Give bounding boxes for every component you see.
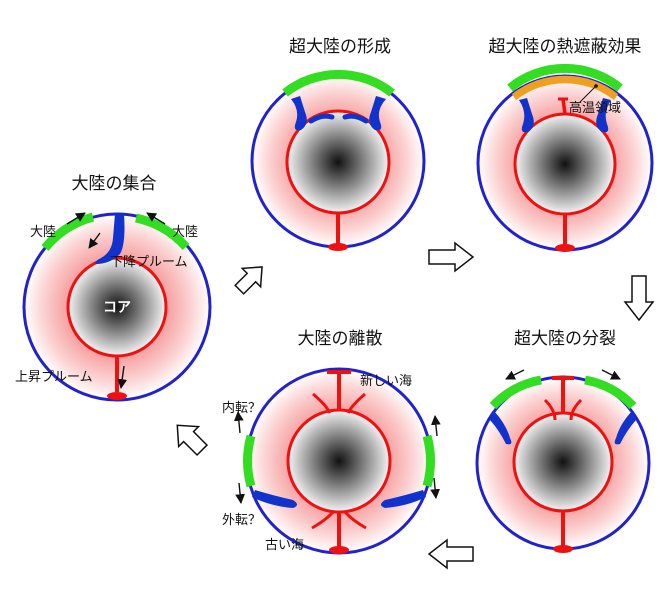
continent-left: [489, 375, 542, 410]
hot-region-leader: [579, 85, 597, 103]
cycle-arrow-formation-to-insulation: [428, 241, 475, 273]
plume-motion-arrow: [117, 365, 128, 389]
continent-motion-arrow: [235, 482, 245, 504]
continent-left: [243, 434, 256, 488]
leader-dot: [594, 84, 598, 88]
cycle-arrow-breakup-to-dispersal: [427, 538, 474, 570]
upwelling-plume-head: [107, 392, 127, 400]
continent-right: [134, 213, 190, 251]
label-introversion: 内転？: [222, 400, 261, 416]
continent-left: [41, 212, 95, 251]
hollow-block-arrow-icon: [234, 266, 263, 295]
continent-motion-arrow: [430, 477, 440, 499]
label-new-ocean: 新しい海: [360, 373, 412, 389]
continent-motion-arrow: [233, 411, 244, 434]
continent-motion-arrow: [431, 415, 441, 437]
core: [288, 410, 390, 512]
globe-formation: [250, 69, 426, 251]
downwelling-plume: [596, 98, 611, 133]
globe-breakup: [475, 369, 651, 553]
label-continent-left: 大陸: [30, 224, 56, 240]
upwelling-plume-head: [553, 545, 573, 553]
old-ocean-plume-head: [329, 546, 349, 554]
title-assembly: 大陸の集合: [72, 174, 157, 194]
continent-motion-arrow: [146, 212, 166, 225]
continent-right: [422, 434, 435, 488]
title-formation: 超大陸の形成: [289, 37, 391, 57]
upwelling-plume-top: [561, 98, 567, 115]
core: [515, 114, 615, 214]
upwelling-plume-head: [555, 244, 575, 252]
label-hot-region: 高温領域: [569, 100, 621, 116]
downwelling-plume: [291, 96, 307, 131]
plume-branch: [346, 392, 366, 414]
core: [68, 258, 166, 356]
downwelling-plume: [519, 98, 534, 133]
label-extroversion: 外転？: [222, 513, 261, 528]
downwelling-plume: [490, 411, 512, 445]
cycle-arrow-dispersal-to-assembly: [176, 424, 209, 457]
plume-branch: [312, 392, 332, 414]
continent-motion-arrow: [505, 369, 525, 380]
downwelling-flow: [342, 113, 369, 124]
title-dispersal: 大陸の離散: [298, 329, 383, 349]
hollow-block-arrow-icon: [427, 538, 474, 570]
continent-motion-arrow: [66, 212, 86, 225]
supercontinent: [507, 63, 623, 92]
cycle-arrow-assembly-to-formation: [234, 266, 263, 295]
plume-motion-arrow: [88, 232, 101, 249]
label-continent-right: 大陸: [172, 224, 198, 240]
core: [514, 413, 612, 511]
continent-motion-arrow: [601, 369, 621, 380]
label-old-ocean: 古い海: [265, 538, 304, 553]
downwelling-plume: [95, 214, 125, 264]
hollow-block-arrow-icon: [176, 424, 209, 457]
continent-right: [584, 375, 637, 410]
downwelling-plume: [369, 96, 386, 131]
globe-assembly: 大陸 大陸 下降プルーム コア 上昇プルーム: [15, 212, 212, 402]
downwelling-plume: [614, 411, 636, 445]
cycle-arrow-insulation-to-breakup: [623, 275, 655, 322]
globe-dispersal: 新しい海 内転？ 外転？ 古い海: [222, 367, 441, 555]
hollow-block-arrow-icon: [428, 241, 475, 273]
supercontinent: [282, 69, 395, 97]
label-upwelling-plume: 上昇プルーム: [15, 370, 93, 385]
downwelling-flow: [308, 113, 335, 124]
label-downwelling-plume: 下降プルーム: [110, 255, 188, 270]
upwelling-plume-head: [328, 243, 348, 251]
label-core: コア: [103, 300, 131, 316]
plume-branch: [311, 510, 335, 530]
rift-branch: [543, 398, 557, 421]
core: [287, 111, 389, 213]
plume-branch: [343, 510, 367, 530]
hollow-block-arrow-icon: [623, 275, 655, 322]
subducting-slab-left: [252, 490, 297, 508]
subducting-slab-right: [381, 490, 426, 508]
globe-insulation: 高温領域: [476, 63, 654, 252]
title-insulation: 超大陸の熱遮蔽効果: [489, 37, 642, 57]
rift-branch: [569, 398, 583, 421]
title-breakup: 超大陸の分裂: [514, 329, 616, 349]
hot-region: [512, 75, 618, 100]
